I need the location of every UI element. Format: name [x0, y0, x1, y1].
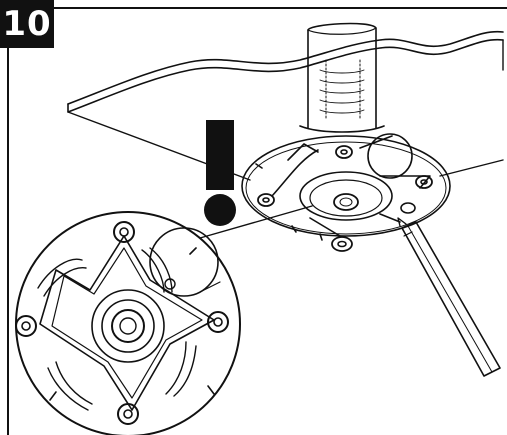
mounting-bracket [241, 135, 451, 252]
detail-callout-large [149, 227, 219, 297]
exclamation-icon [204, 120, 236, 226]
step-number-badge: 10 [0, 0, 54, 48]
step-number: 10 [2, 4, 52, 44]
zoom-detail-view [15, 211, 241, 435]
ceiling-plate [67, 30, 504, 181]
zoom-leader-line [199, 205, 313, 239]
detail-callout-small [367, 133, 413, 179]
pole [299, 22, 385, 133]
pencil-icon [397, 217, 501, 377]
frame [7, 7, 507, 435]
